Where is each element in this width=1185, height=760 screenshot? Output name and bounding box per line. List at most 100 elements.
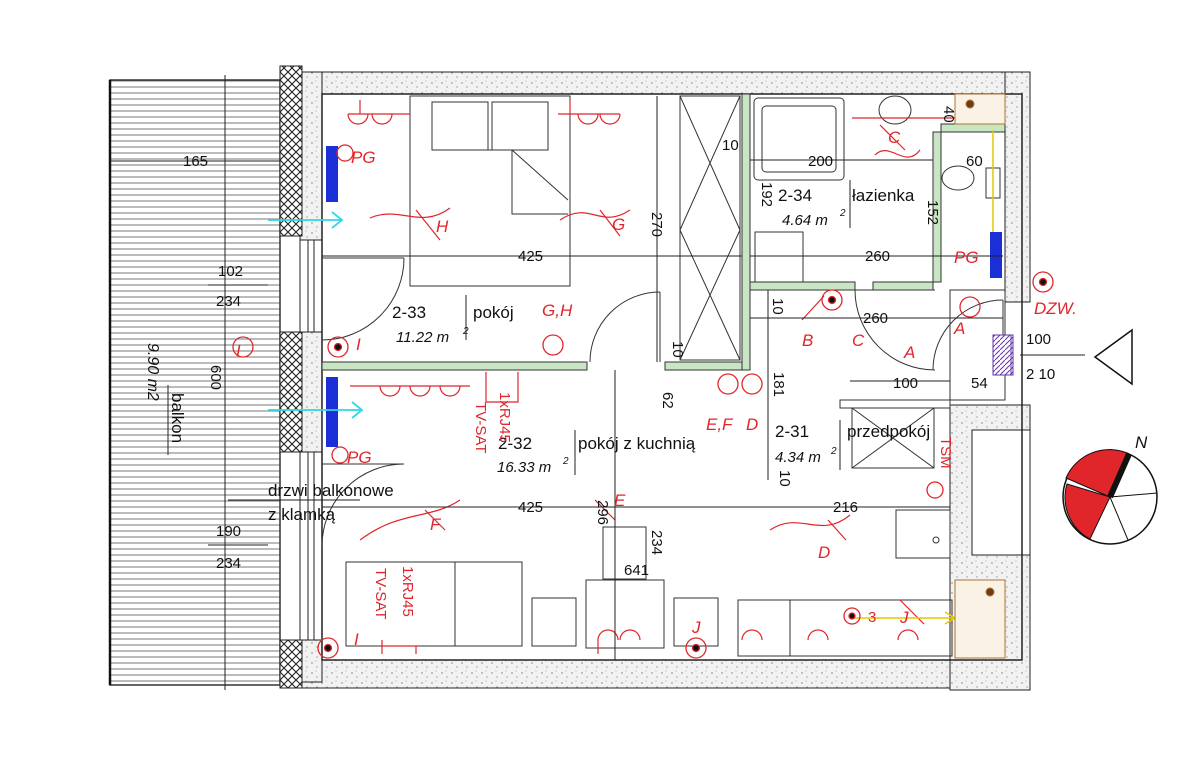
bathroom-fixtures <box>753 95 1001 283</box>
room-name: pokój <box>473 303 514 322</box>
socket-i2 <box>317 637 339 659</box>
svg-text:260: 260 <box>863 310 888 327</box>
room-number: 2-31 <box>775 422 809 441</box>
svg-text:100: 100 <box>893 375 918 392</box>
svg-text:296: 296 <box>594 500 611 525</box>
svg-text:641: 641 <box>624 562 649 579</box>
hatched-wall-3 <box>279 639 303 689</box>
socket-b <box>821 289 843 311</box>
svg-text:I: I <box>236 341 241 360</box>
entry-door-height: 2 10 <box>1026 366 1055 383</box>
svg-text:2: 2 <box>839 208 846 219</box>
balcony-area: 9.90 m2 <box>144 343 161 401</box>
window-2-width: 190 <box>216 523 241 540</box>
window-2-height: 234 <box>216 555 241 572</box>
svg-text:D: D <box>818 543 830 562</box>
socket-pg2 <box>331 446 349 464</box>
entrance-marker <box>1093 328 1133 386</box>
svg-text:192: 192 <box>758 182 775 207</box>
room-2-33-label: 2-33 pokój 11.22 m 2 <box>392 303 514 346</box>
svg-text:G: G <box>612 215 625 234</box>
room-2-31-label: 2-31 przedpokój 4.34 m 2 <box>775 422 930 466</box>
svg-text:54: 54 <box>971 375 988 392</box>
svg-text:3: 3 <box>868 609 876 626</box>
svg-text:I: I <box>354 630 359 649</box>
wardrobe <box>679 95 741 361</box>
svg-text:J: J <box>691 618 701 637</box>
svg-text:260: 260 <box>865 248 890 265</box>
tv-data-socket-labels: TV-SAT 1xRJ45 TV-SAT 1xRJ45 TSM <box>372 392 954 619</box>
svg-text:DZW.: DZW. <box>1034 299 1077 318</box>
svg-text:60: 60 <box>966 153 983 170</box>
svg-text:B: B <box>802 331 813 350</box>
svg-text:10: 10 <box>669 341 686 358</box>
svg-text:2: 2 <box>462 326 469 337</box>
svg-text:TSM: TSM <box>937 437 954 469</box>
dimension-lines <box>110 75 1085 690</box>
svg-text:10: 10 <box>769 298 786 315</box>
svg-text:152: 152 <box>924 200 941 225</box>
room-2-34-label: 2-34 łazienka 4.64 m 2 <box>778 186 915 229</box>
svg-text:181: 181 <box>770 372 787 397</box>
room-area: 11.22 m <box>396 329 449 346</box>
room-area: 16.33 m <box>497 459 551 476</box>
airflow-arrows <box>268 211 364 419</box>
room-name: pokój z kuchnią <box>578 434 696 453</box>
room-number: 2-32 <box>498 434 532 453</box>
room-area: 4.34 m <box>775 449 821 466</box>
svg-text:200: 200 <box>808 153 833 170</box>
svg-text:234: 234 <box>648 530 665 555</box>
svg-text:E: E <box>614 491 626 510</box>
room-area: 4.64 m <box>782 212 828 229</box>
svg-text:10: 10 <box>776 470 793 487</box>
dimension-labels: 165 425 270 10 200 40 60 192 152 260 10 … <box>183 106 988 579</box>
door-note-line2: z klamką <box>268 505 336 524</box>
svg-text:10: 10 <box>722 137 739 154</box>
svg-text:1xRJ45: 1xRJ45 <box>496 392 513 443</box>
svg-text:PG: PG <box>347 448 372 467</box>
room-2-32-label: 2-32 pokój z kuchnią 16.33 m 2 <box>497 434 696 476</box>
socket-i1 <box>327 336 349 358</box>
utility-boxes <box>954 93 1012 659</box>
bed <box>409 95 571 287</box>
svg-text:216: 216 <box>833 499 858 516</box>
window-1-height: 234 <box>216 293 241 310</box>
hatched-wall-2 <box>279 331 303 453</box>
svg-text:600: 600 <box>207 365 224 390</box>
compass: N <box>1062 433 1158 545</box>
svg-text:425: 425 <box>518 499 543 516</box>
svg-text:TV-SAT: TV-SAT <box>372 568 389 619</box>
svg-text:62: 62 <box>659 392 676 409</box>
socket-3 <box>843 607 861 625</box>
doorbell <box>1032 271 1054 293</box>
svg-text:G,H: G,H <box>542 301 573 320</box>
svg-text:165: 165 <box>183 153 208 170</box>
svg-text:C: C <box>888 128 901 147</box>
svg-text:J: J <box>899 608 909 627</box>
svg-text:PG: PG <box>954 248 979 267</box>
balcony-name: balkon <box>168 393 187 443</box>
svg-text:PG: PG <box>351 148 376 167</box>
svg-text:425: 425 <box>518 248 543 265</box>
svg-text:H: H <box>436 217 449 236</box>
room-number: 2-33 <box>392 303 426 322</box>
svg-text:2: 2 <box>562 456 569 467</box>
electrical-symbol-labels: PG PG PG H G G,H I I I B C A A C E,F D E… <box>236 128 1077 649</box>
compass-north-label: N <box>1135 433 1148 452</box>
radiator-2 <box>326 377 338 447</box>
socket-pg1 <box>336 144 354 162</box>
entry-door-width: 100 <box>1026 331 1051 348</box>
balcony <box>108 79 281 686</box>
svg-text:TV-SAT: TV-SAT <box>472 402 489 453</box>
svg-text:C: C <box>852 331 865 350</box>
svg-text:I: I <box>356 335 361 354</box>
window-1-width: 102 <box>218 263 243 280</box>
svg-text:1xRJ45: 1xRJ45 <box>399 566 416 617</box>
svg-text:270: 270 <box>648 212 665 237</box>
svg-text:D: D <box>746 415 758 434</box>
hatched-wall-1 <box>279 65 303 237</box>
room-name: łazienka <box>852 186 915 205</box>
svg-text:F: F <box>430 515 442 534</box>
radiators <box>326 146 1002 447</box>
